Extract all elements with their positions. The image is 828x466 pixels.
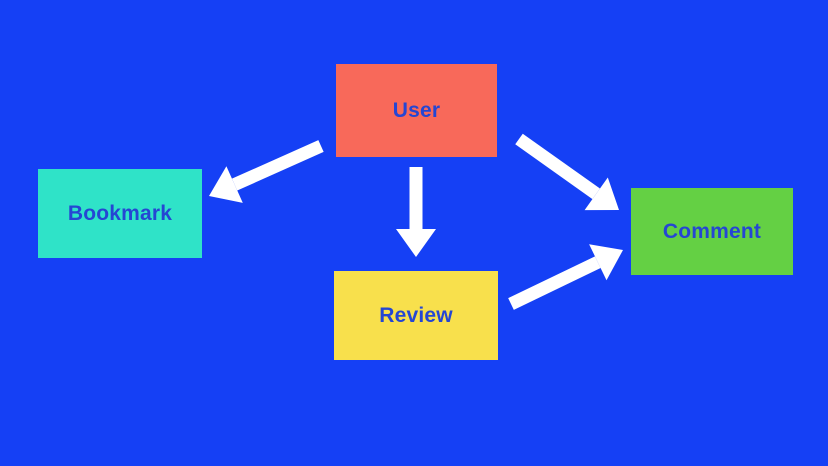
node-review: Review xyxy=(334,271,498,360)
node-bookmark: Bookmark xyxy=(38,169,202,258)
node-user-label: User xyxy=(392,98,441,122)
arrow-user-to-review xyxy=(396,167,436,257)
arrow-user-to-bookmark xyxy=(209,140,324,203)
node-comment-label: Comment xyxy=(662,219,762,243)
node-user: User xyxy=(336,64,497,157)
node-comment: Comment xyxy=(631,188,793,275)
arrow-review-to-comment xyxy=(508,244,623,310)
node-bookmark-label: Bookmark xyxy=(67,201,173,225)
arrow-user-to-comment xyxy=(515,133,619,211)
node-review-label: Review xyxy=(379,303,453,327)
